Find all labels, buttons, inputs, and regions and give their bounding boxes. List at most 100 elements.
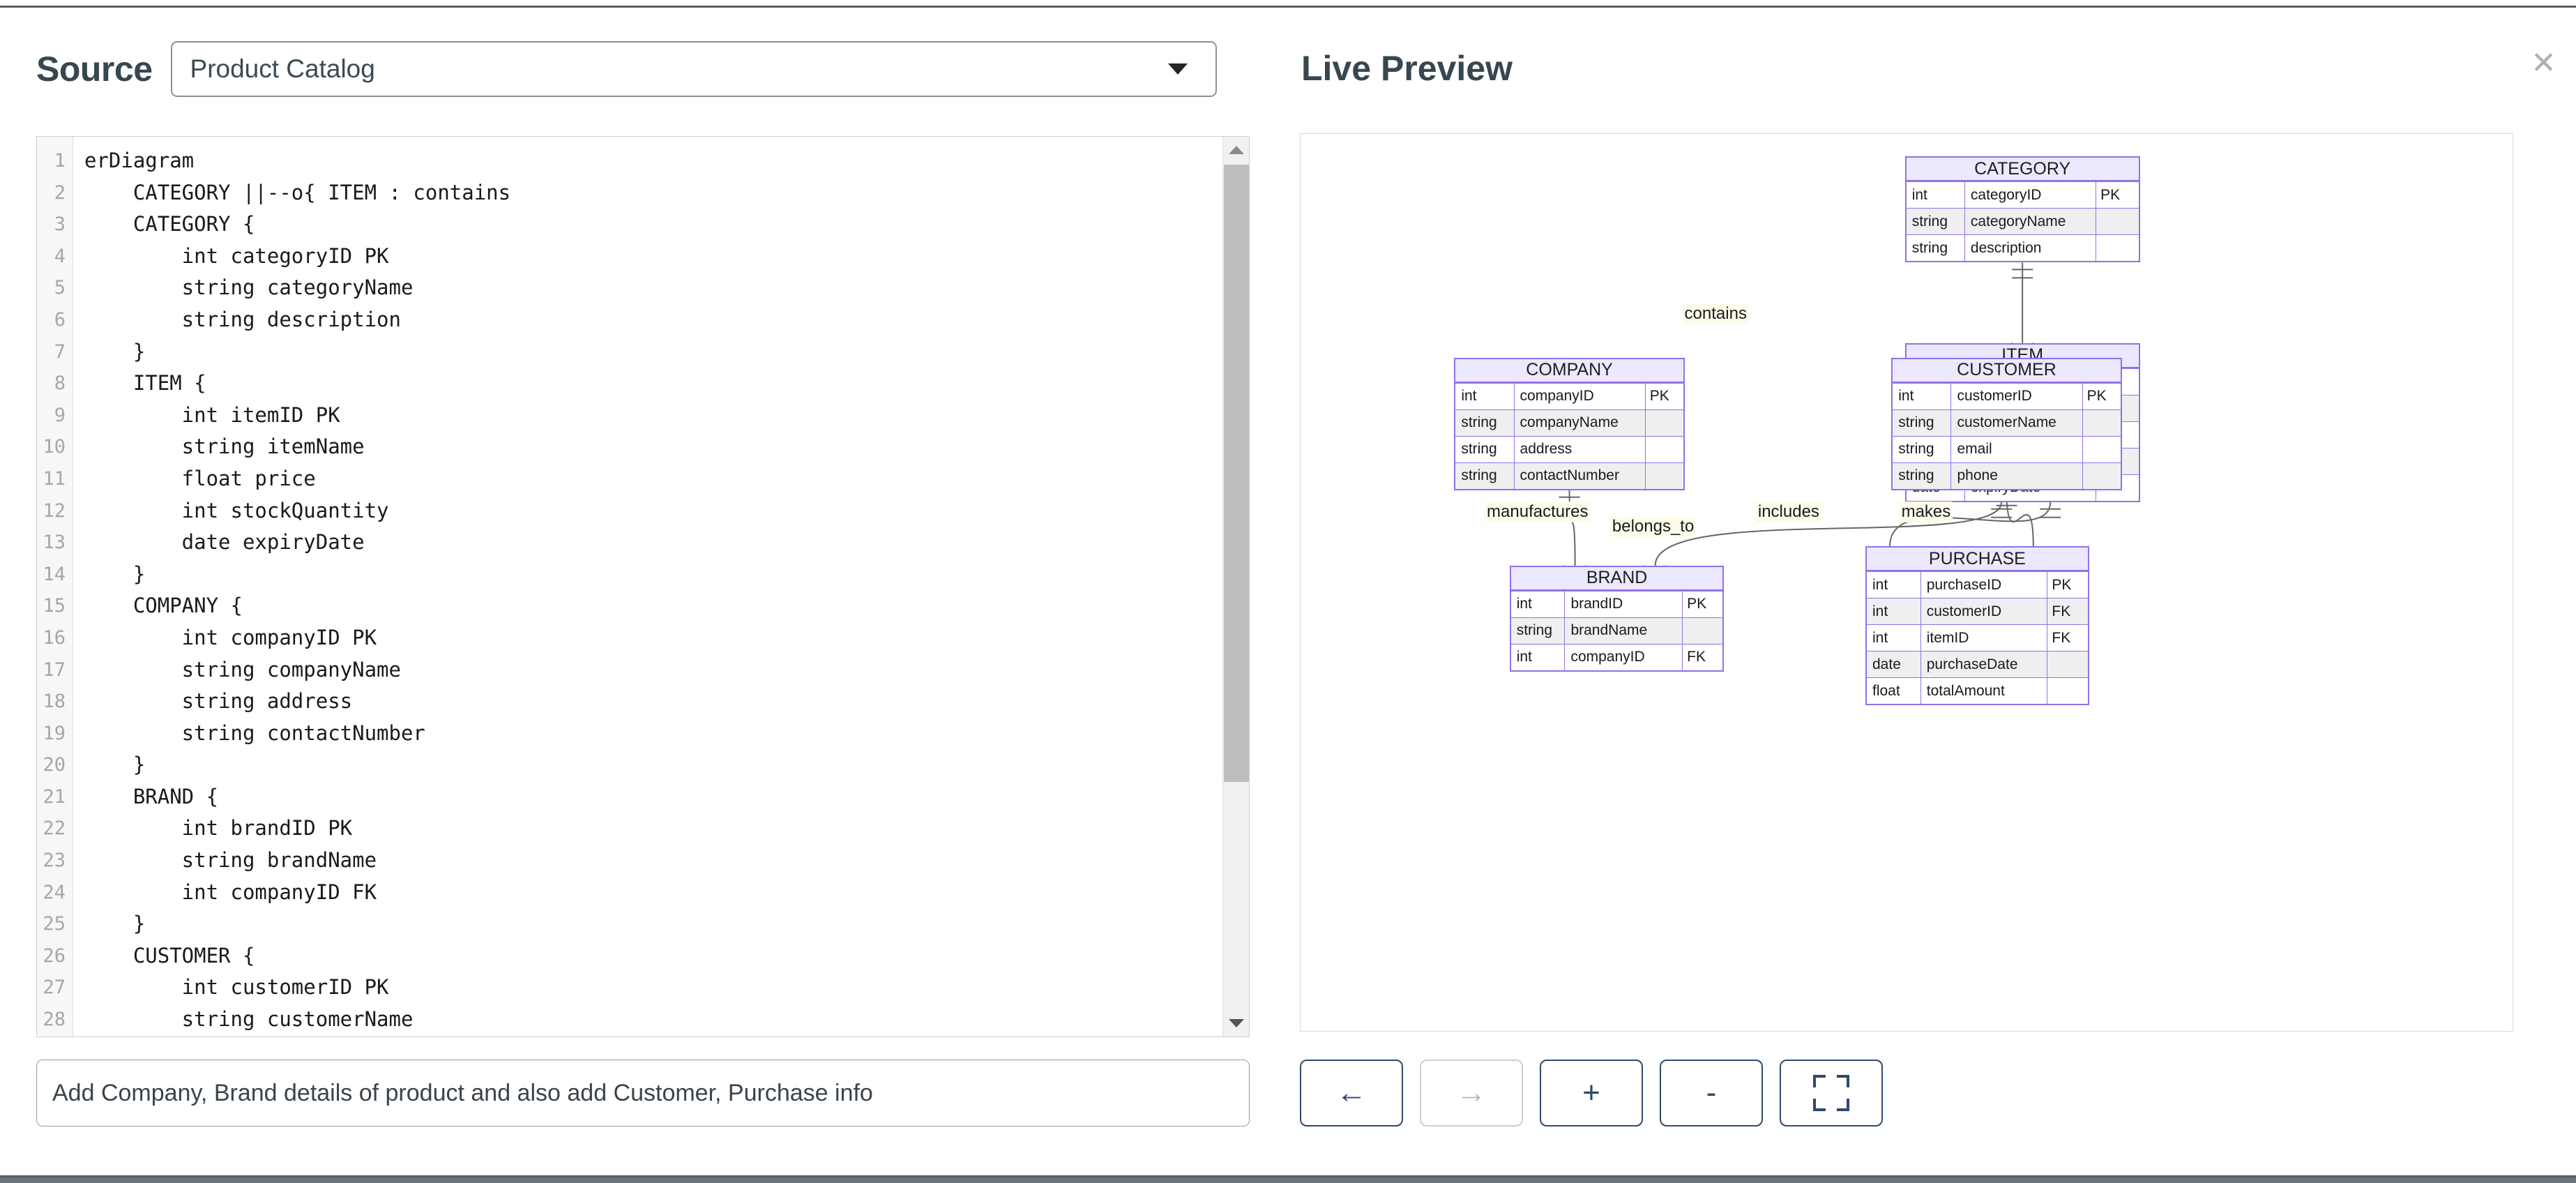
er-attribute-type: string: [1455, 462, 1515, 489]
er-attribute-key: FK: [2047, 598, 2088, 625]
line-number: 21: [43, 785, 66, 808]
line-number: 25: [43, 913, 66, 935]
er-attribute-name: purchaseDate: [1920, 651, 2047, 678]
er-attribute-key: [1682, 617, 1723, 644]
line-number: 20: [43, 754, 66, 776]
code-line: string itemName: [84, 435, 365, 459]
er-attribute-name: companyName: [1514, 409, 1645, 436]
prompt-input[interactable]: Add Company, Brand details of product an…: [36, 1060, 1250, 1127]
code-line: string brandName: [84, 848, 377, 873]
code-line: int brandID PK: [84, 816, 353, 841]
er-attribute-key: [2082, 462, 2121, 489]
er-attribute-type: string: [1510, 617, 1566, 644]
er-attribute-name: customerID: [1951, 382, 2082, 409]
er-attribute-type: int: [1893, 382, 1952, 409]
er-attribute-key: [2082, 409, 2121, 436]
er-attribute-type: string: [1455, 435, 1515, 462]
er-attribute-name: customerID: [1920, 598, 2047, 625]
er-attribute-key: [1644, 462, 1683, 489]
er-attribute-type: string: [1906, 234, 1965, 262]
line-number: 17: [43, 658, 66, 681]
code-line: float price: [84, 466, 316, 490]
code-line: }: [84, 753, 146, 777]
er-attribute-key: FK: [1682, 643, 1723, 670]
er-attribute-key: [2096, 208, 2139, 235]
line-number: 29: [37, 1036, 73, 1037]
er-relationship-label: manufactures: [1485, 501, 1591, 522]
code-line: erDiagram: [84, 149, 195, 172]
er-attribute-name: contactNumber: [1514, 462, 1645, 489]
scroll-down-arrow-icon[interactable]: [1223, 1010, 1249, 1037]
line-number: 23: [43, 850, 66, 872]
er-attribute-type: float: [1867, 677, 1921, 704]
er-attribute-type: string: [1893, 462, 1952, 489]
er-attribute-name: companyID: [1514, 382, 1645, 409]
line-number: 4: [54, 245, 66, 267]
fit-screen-button[interactable]: [1780, 1060, 1883, 1127]
code-line: string customerName: [84, 1007, 414, 1032]
er-attribute-name: customerName: [1951, 409, 2082, 436]
scrollbar-thumb[interactable]: [1224, 165, 1249, 782]
code-line: COMPANY {: [84, 594, 243, 618]
back-button[interactable]: ←: [1300, 1060, 1403, 1127]
line-number: 3: [54, 213, 66, 236]
code-line: string contactNumber: [84, 721, 425, 745]
code-line: CATEGORY ||--o{ ITEM : contains: [84, 180, 511, 204]
line-number: 1: [54, 150, 66, 172]
code-line: }: [84, 562, 146, 586]
line-number: 27: [43, 977, 66, 999]
page-title: Live Preview: [1301, 49, 1513, 88]
source-select[interactable]: Product Catalog: [170, 41, 1217, 97]
zoom-in-button[interactable]: +: [1540, 1060, 1643, 1127]
er-attribute-name: phone: [1951, 462, 2082, 489]
source-select-value: Product Catalog: [190, 54, 375, 83]
close-icon[interactable]: ✕: [2531, 45, 2556, 81]
line-number: 18: [43, 691, 66, 713]
zoom-out-button[interactable]: -: [1660, 1060, 1763, 1127]
line-number: 11: [43, 467, 66, 490]
line-number: 19: [43, 722, 66, 744]
code-line: }: [84, 912, 146, 936]
er-entity-title: PURCHASE: [1867, 548, 2088, 572]
code-line: string email: [84, 1036, 1249, 1037]
er-attribute-name: categoryName: [1964, 208, 2096, 235]
line-number: 13: [43, 532, 66, 554]
code-content[interactable]: erDiagram CATEGORY ||--o{ ITEM : contain…: [73, 137, 1249, 1037]
editor-scrollbar[interactable]: [1222, 137, 1249, 1037]
line-number: 14: [43, 563, 66, 585]
er-attribute-type: string: [1455, 409, 1515, 436]
er-attribute-key: PK: [1682, 590, 1723, 617]
er-attribute-key: [2082, 435, 2121, 462]
er-entity-title: CATEGORY: [1906, 158, 2139, 182]
er-entity-title: BRAND: [1510, 566, 1723, 591]
line-number: 28: [43, 1009, 66, 1031]
window-bottom-edge: [0, 1177, 2576, 1183]
line-number: 22: [43, 817, 66, 840]
er-attribute-key: FK: [2047, 624, 2088, 651]
er-attribute-name: categoryID: [1964, 181, 2096, 209]
code-line: string companyName: [84, 657, 401, 681]
code-line: string categoryName: [84, 276, 414, 300]
line-number: 6: [54, 308, 66, 331]
er-attribute-name: email: [1951, 435, 2082, 462]
er-attribute-key: [1644, 409, 1683, 436]
code-line: int companyID FK: [84, 880, 377, 904]
code-line: int customerID PK: [84, 975, 389, 1000]
er-attribute-type: string: [1893, 409, 1952, 436]
er-attribute-name: brandID: [1565, 590, 1683, 617]
scroll-up-arrow-icon[interactable]: [1223, 137, 1249, 163]
